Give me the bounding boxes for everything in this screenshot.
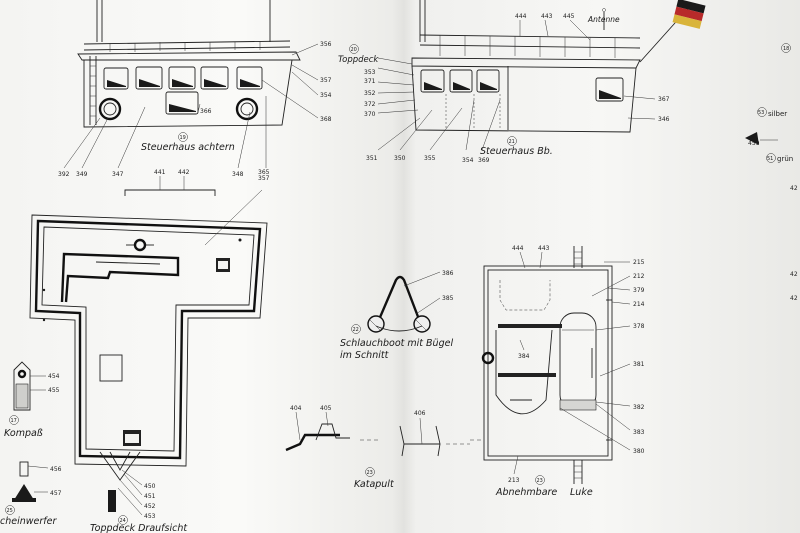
color-note-silber: silber bbox=[768, 110, 787, 118]
steuerhaus-achtern-drawing bbox=[63, 0, 319, 196]
label-454: 454 bbox=[48, 373, 60, 380]
title-scheinwerfer: cheinwerfer bbox=[0, 516, 57, 527]
title-abnehmbare: Abnehmbare bbox=[495, 487, 557, 498]
label-386: 386 bbox=[442, 270, 454, 277]
label-357b: 357 bbox=[258, 175, 270, 182]
label-450: 450 bbox=[144, 483, 156, 490]
label-212: 212 bbox=[633, 273, 645, 280]
kompass-drawing bbox=[13, 361, 46, 411]
label-453: 453 bbox=[144, 513, 156, 520]
title-schlauchboot-line1: Schlauchboot mit Bügel bbox=[340, 338, 453, 349]
label-42b: 42 bbox=[790, 271, 798, 278]
label-356: 356 bbox=[320, 41, 332, 48]
part-number-22: 22 bbox=[353, 327, 359, 333]
label-455: 455 bbox=[48, 387, 60, 394]
part-number-25: 25 bbox=[7, 508, 13, 514]
title-schlauchboot-line2: im Schnitt bbox=[340, 350, 390, 361]
label-349: 349 bbox=[76, 171, 88, 178]
label-354b: 354 bbox=[462, 157, 474, 164]
label-382: 382 bbox=[633, 404, 645, 411]
label-444: 444 bbox=[515, 13, 527, 20]
label-392: 392 bbox=[58, 171, 70, 178]
label-351: 351 bbox=[366, 155, 378, 162]
title-toppdeck-draufsicht: Toppdeck Draufsicht bbox=[90, 523, 188, 533]
label-347: 347 bbox=[112, 171, 124, 178]
label-443b: 443 bbox=[538, 245, 550, 252]
scheinwerfer-drawing bbox=[5, 461, 49, 515]
katapult-drawing bbox=[285, 411, 470, 457]
part-number-19: 19 bbox=[180, 135, 186, 141]
label-366: 366 bbox=[200, 108, 212, 115]
label-348: 348 bbox=[232, 171, 244, 178]
label-214: 214 bbox=[633, 301, 645, 308]
part-number-51: 51 bbox=[767, 156, 773, 162]
label-383: 383 bbox=[633, 429, 645, 436]
label-444b: 444 bbox=[512, 245, 524, 252]
label-459: 459 bbox=[748, 140, 760, 147]
part-number-23-luke: 23 bbox=[537, 478, 543, 484]
part-number-53: 53 bbox=[758, 110, 764, 116]
label-215: 215 bbox=[633, 259, 645, 266]
label-350: 350 bbox=[394, 155, 406, 162]
label-42c: 42 bbox=[790, 295, 798, 302]
label-378: 378 bbox=[633, 323, 645, 330]
label-381: 381 bbox=[633, 361, 645, 368]
abnehmbare-luke-drawing bbox=[470, 246, 631, 484]
label-379: 379 bbox=[633, 287, 645, 294]
label-365: 365 bbox=[258, 169, 270, 176]
part-number-21: 21 bbox=[509, 139, 515, 145]
label-404: 404 bbox=[290, 405, 302, 412]
title-steuerhaus-achtern: Steuerhaus achtern bbox=[141, 142, 235, 153]
label-42a: 42 bbox=[790, 185, 798, 192]
part-number-17: 17 bbox=[11, 418, 17, 424]
steuerhaus-bb-drawing bbox=[377, 0, 706, 151]
color-note-gruen: grün bbox=[777, 155, 793, 163]
label-352: 352 bbox=[364, 90, 376, 97]
part-number-18: 18 bbox=[783, 46, 789, 52]
label-369: 369 bbox=[478, 157, 490, 164]
label-406: 406 bbox=[414, 410, 426, 417]
title-luke: Luke bbox=[570, 487, 593, 498]
label-451: 451 bbox=[144, 493, 156, 500]
label-355: 355 bbox=[424, 155, 436, 162]
label-354: 354 bbox=[320, 92, 332, 99]
label-457: 457 bbox=[50, 490, 62, 497]
label-443: 443 bbox=[541, 13, 553, 20]
label-405: 405 bbox=[320, 405, 332, 412]
toppdeck-draufsicht-drawing bbox=[29, 189, 268, 516]
title-toppdeck: Toppdeck bbox=[338, 55, 379, 65]
label-441: 441 bbox=[154, 169, 166, 176]
label-367: 367 bbox=[658, 96, 670, 103]
label-213: 213 bbox=[508, 477, 520, 484]
title-katapult: Katapult bbox=[354, 479, 395, 490]
title-kompass: Kompaß bbox=[4, 428, 43, 439]
part-number-23-katapult: 23 bbox=[367, 470, 373, 476]
label-385: 385 bbox=[442, 295, 454, 302]
label-372: 372 bbox=[364, 101, 376, 108]
label-452: 452 bbox=[144, 503, 156, 510]
part-number-20: 20 bbox=[351, 47, 357, 53]
title-steuerhaus-bb: Steuerhaus Bb. bbox=[480, 146, 553, 157]
label-442: 442 bbox=[178, 169, 190, 176]
label-384: 384 bbox=[518, 353, 530, 360]
label-456: 456 bbox=[50, 466, 62, 473]
label-445: 445 bbox=[563, 13, 575, 20]
label-368: 368 bbox=[320, 116, 332, 123]
schlauchboot-drawing bbox=[367, 271, 441, 333]
title-antenne: Antenne bbox=[587, 15, 620, 24]
label-371: 371 bbox=[364, 78, 376, 85]
label-370: 370 bbox=[364, 111, 376, 118]
part-number-24: 24 bbox=[120, 518, 126, 524]
label-353: 353 bbox=[364, 69, 376, 76]
label-346: 346 bbox=[658, 116, 670, 123]
right-edge-notes bbox=[745, 43, 791, 163]
label-380: 380 bbox=[633, 448, 645, 455]
label-357: 357 bbox=[320, 77, 332, 84]
